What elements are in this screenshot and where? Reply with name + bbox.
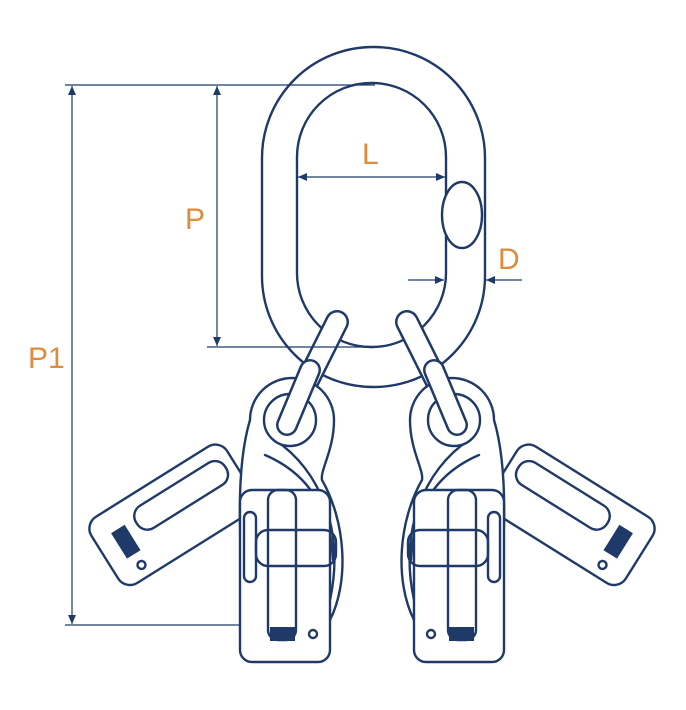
dimension-label-p1: P1 bbox=[28, 342, 65, 375]
dimension-label-d: D bbox=[498, 243, 520, 276]
master-ring bbox=[260, 45, 487, 389]
dimension-label-l: L bbox=[362, 138, 379, 171]
right-leg-assembly bbox=[402, 322, 660, 662]
left-leg-assembly bbox=[84, 322, 342, 662]
dimension-lines bbox=[65, 84, 522, 626]
ring-weld-boss bbox=[440, 180, 484, 250]
dimension-label-p: P bbox=[185, 203, 206, 236]
